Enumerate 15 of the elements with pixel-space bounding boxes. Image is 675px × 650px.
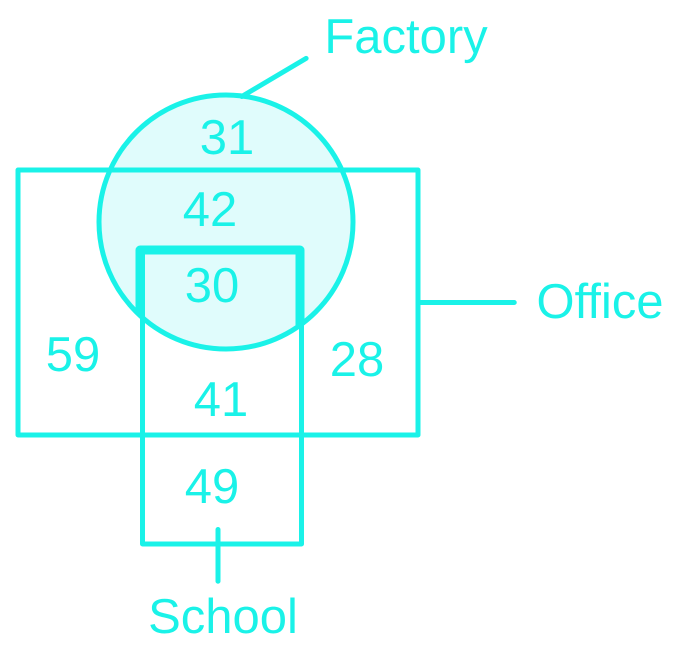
leader-line [239,56,309,99]
set-label: Factory [328,19,488,64]
set-rectangle [16,168,420,438]
leader-line [216,527,220,584]
set-label: School [150,597,295,634]
count-number: 28 [332,342,382,376]
count-number: 42 [184,192,235,226]
set-rectangle [136,246,304,546]
set-label: Office [538,282,662,318]
count-number: 31 [202,120,252,154]
count-number: 30 [186,268,238,302]
count-number: 49 [186,468,237,504]
count-number: 41 [194,382,246,416]
leader-line [418,300,517,305]
count-number: 59 [48,336,98,372]
